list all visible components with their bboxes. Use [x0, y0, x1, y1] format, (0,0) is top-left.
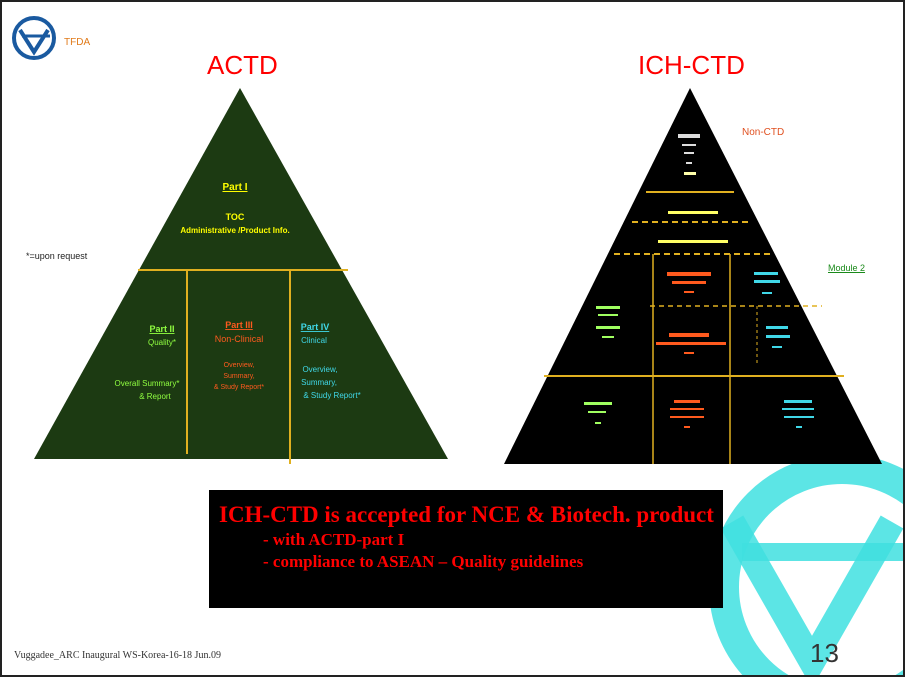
ich-intro-labels [658, 211, 728, 243]
module-2-label: Module 2 [828, 263, 866, 273]
part4-line4: & Study Report* [303, 391, 360, 400]
part1-heading: Part I [222, 182, 247, 193]
upon-request-note: *=upon request [26, 251, 88, 261]
part2-heading: Part II [149, 324, 174, 334]
watermark-circle [709, 454, 903, 675]
part2-line1: Quality* [148, 338, 176, 347]
banner-sub-text-1: - with ACTD-part I [263, 530, 405, 549]
part2-line3: & Report [139, 392, 171, 401]
footer-credit: Vuggadee_ARC Inaugural WS-Korea-16-18 Ju… [14, 650, 221, 661]
ich-module1-block [678, 134, 700, 175]
part3-line2: Overview, [224, 362, 255, 369]
part4-heading: Part IV [301, 322, 330, 332]
part4-line1: Clinical [301, 336, 327, 345]
part1-line1: TOC [226, 212, 245, 222]
part1-line2: Administrative /Product Info. [180, 226, 289, 235]
non-ctd-label: Non-CTD [742, 127, 785, 138]
actd-title: ACTD [207, 50, 278, 80]
banner-main-text: ICH-CTD is accepted for NCE & Biotech. p… [219, 502, 714, 527]
ich-ctd-title: ICH-CTD [638, 50, 745, 80]
ich-ctd-acceptance-banner: ICH-CTD is accepted for NCE & Biotech. p… [209, 490, 723, 608]
watermark-logo [709, 454, 903, 675]
logo-text: TFDA [64, 37, 91, 48]
banner-sub-text-2: - compliance to ASEAN – Quality guidelin… [263, 552, 584, 571]
ich-module5 [782, 400, 814, 428]
ich-module3 [584, 402, 612, 424]
actd-triangle [34, 88, 448, 459]
part3-line1: Non-Clinical [215, 334, 264, 344]
ich-module4 [670, 400, 704, 428]
part4-line3: Summary, [301, 378, 337, 387]
ich-module2-clinical [754, 272, 790, 348]
watermark-shape [720, 515, 903, 675]
ich-module2-nonclinical [596, 306, 620, 338]
part2-line2: Overall Summary* [115, 379, 180, 388]
part4-line2: Overview, [302, 365, 337, 374]
tfda-logo-icon [12, 16, 56, 60]
page-number: 13 [810, 638, 839, 668]
part3-heading: Part III [225, 320, 253, 330]
part3-line4: & Study Report* [214, 384, 264, 391]
ich-module2-quality [656, 272, 726, 354]
part3-line3: Summary, [223, 373, 254, 380]
